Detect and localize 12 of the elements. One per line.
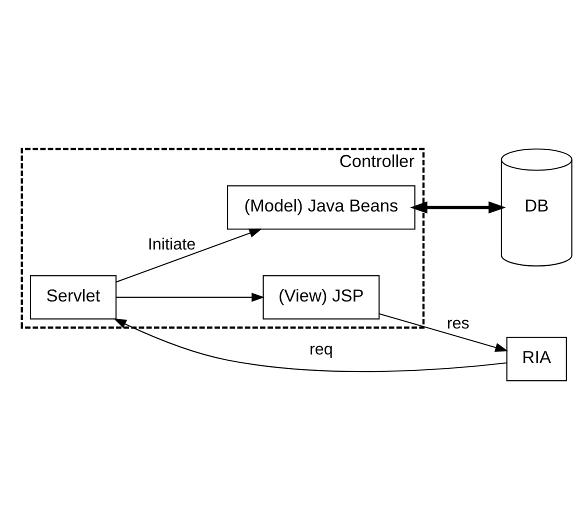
arrow xyxy=(378,313,508,352)
node-box: Servlet xyxy=(30,275,117,320)
arrow xyxy=(116,292,265,302)
arrow xyxy=(410,201,506,214)
edge-label: res xyxy=(446,314,470,333)
arrow xyxy=(116,228,262,283)
node-box: (Model) Java Beans xyxy=(227,185,416,230)
node-box: RIA xyxy=(506,336,567,382)
edge-label: req xyxy=(309,340,333,359)
edge-label: Initiate xyxy=(148,236,196,254)
node-box: (View) JSP xyxy=(262,275,380,320)
arrow xyxy=(113,318,507,372)
